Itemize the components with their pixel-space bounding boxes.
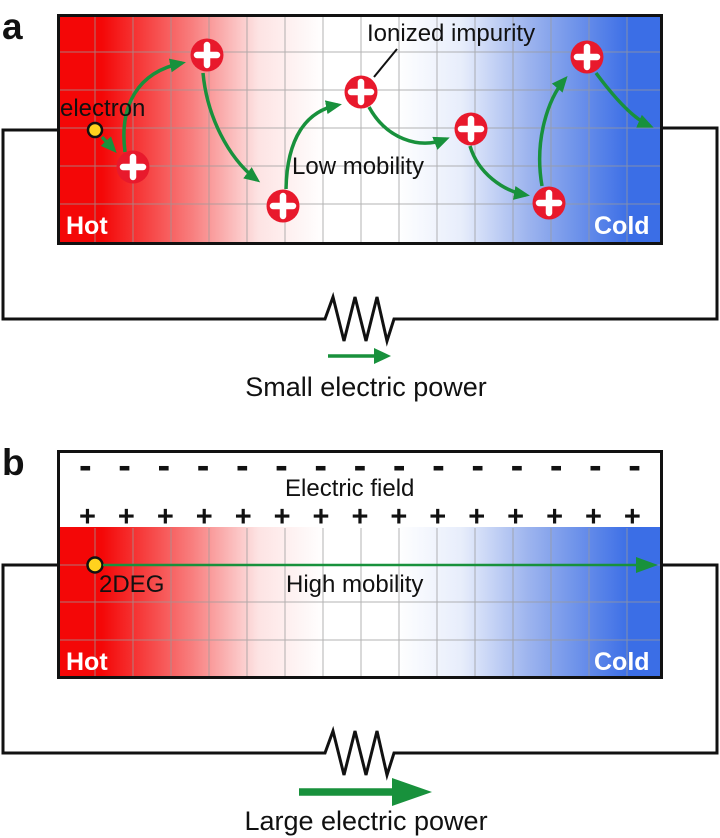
minus-charge: -	[157, 444, 171, 487]
plus-charge: +	[546, 500, 563, 533]
plus-charge: +	[351, 500, 369, 533]
panel-b-circuit-wire	[1, 563, 719, 781]
negative-charge-row: ---------------	[57, 447, 663, 485]
minus-charge: -	[510, 444, 524, 487]
minus-charge: -	[549, 444, 563, 487]
scatter-arrow-6	[468, 145, 530, 200]
electron-scattering-arrows	[100, 58, 654, 200]
ionized-impurity-pointer-line	[373, 48, 398, 78]
panel-a-caption: Small electric power	[245, 372, 487, 402]
ionized-impurity-icon	[116, 150, 150, 184]
positive-charge-row: + + + + + + + + + + + + + + +	[57, 501, 663, 533]
panel-a-cold-label: Cold	[594, 212, 650, 240]
minus-charge: -	[392, 444, 406, 487]
plus-charge: +	[623, 500, 641, 533]
ionized-impurity-icon	[454, 112, 488, 146]
panel-b-grid	[60, 528, 660, 676]
electron-label: electron	[60, 95, 146, 122]
electric-field-label: Electric field	[285, 475, 415, 502]
high-mobility-label: High mobility	[286, 571, 424, 598]
scatter-arrow-7	[537, 75, 568, 187]
electron-2deg-icon	[86, 556, 104, 574]
minus-charge: -	[589, 444, 602, 487]
scatter-arrow-2	[122, 58, 186, 153]
plus-charge: +	[312, 500, 330, 533]
panel-b-border	[57, 450, 663, 679]
minus-charge: -	[196, 444, 210, 487]
minus-charge: -	[235, 444, 249, 487]
ionized-impurity-icon	[266, 189, 300, 223]
scatter-arrow-8	[594, 71, 654, 128]
plus-charge: +	[429, 500, 447, 533]
scatter-arrow-5	[367, 106, 450, 150]
plus-charge: +	[507, 500, 525, 533]
plus-charge: +	[390, 500, 408, 533]
ionized-impurity-icon	[190, 38, 224, 72]
plus-charge: +	[117, 500, 135, 533]
high-mobility-arrow	[103, 557, 658, 573]
minus-charge: -	[432, 444, 445, 487]
panel-a-label: a	[2, 6, 23, 47]
panel-a-border	[57, 14, 663, 245]
plus-charge: +	[195, 500, 213, 533]
panel-b-cold-label: Cold	[594, 648, 650, 676]
small-power-arrow-icon	[328, 348, 391, 364]
ionized-impurity-icon	[532, 186, 566, 220]
plus-charge: +	[156, 500, 174, 533]
plus-charge: +	[234, 500, 252, 533]
large-power-arrow-icon	[299, 778, 432, 806]
minus-charge: -	[118, 444, 131, 487]
ionized-impurities	[116, 38, 604, 223]
minus-charge: -	[314, 444, 328, 487]
panel-a-grid	[60, 17, 660, 242]
minus-charge: -	[628, 444, 641, 487]
plus-charge: +	[584, 500, 602, 533]
panel-b-hot-label: Hot	[66, 648, 108, 676]
electron-icon	[86, 121, 104, 139]
plus-charge: +	[468, 500, 486, 533]
low-mobility-label: Low mobility	[292, 153, 425, 180]
ionized-impurity-icon	[344, 75, 378, 109]
scatter-arrow-1	[100, 135, 117, 153]
minus-charge: -	[353, 444, 367, 487]
panel-b-caption: Large electric power	[244, 806, 488, 836]
ionized-impurity-label: Ionized impurity	[367, 20, 536, 47]
minus-charge: -	[79, 444, 92, 487]
scatter-arrow-4	[284, 100, 342, 190]
two-deg-label: 2DEG	[99, 571, 165, 598]
panel-b-label: b	[2, 442, 25, 483]
minus-charge: -	[275, 444, 288, 487]
minus-charge: -	[471, 444, 484, 487]
panel-a-hot-label: Hot	[66, 212, 108, 240]
ionized-impurity-icon	[570, 40, 604, 74]
plus-charge: +	[273, 500, 291, 533]
panel-a-circuit-wire	[1, 126, 719, 347]
plus-charge: +	[79, 500, 96, 533]
scatter-arrow-3	[201, 72, 261, 183]
